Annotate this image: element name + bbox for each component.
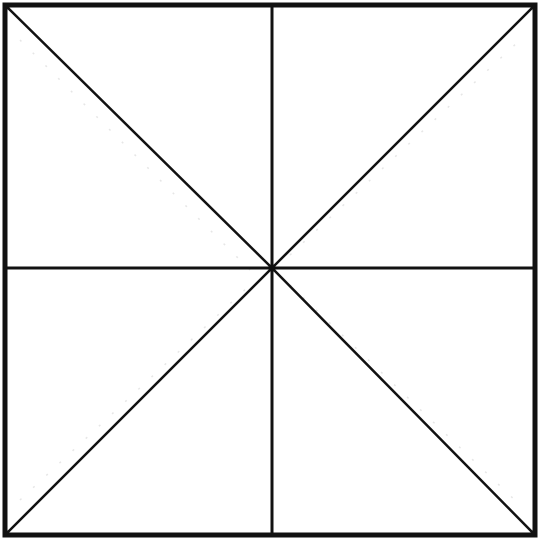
watermark-diagonal-2	[289, 39, 521, 256]
diagonal-top-right-to-center	[271, 4, 536, 269]
watermark-diagonal-3	[19, 284, 251, 501]
diagonal-bottom-right-to-center	[271, 267, 536, 536]
watermark-diagonal-1	[19, 39, 251, 271]
watermark-pattern	[19, 39, 521, 506]
diagonal-top-left-to-center	[4, 4, 273, 269]
diagonal-bottom-left-to-center	[4, 267, 273, 536]
watermark-diagonal-4	[289, 284, 521, 506]
